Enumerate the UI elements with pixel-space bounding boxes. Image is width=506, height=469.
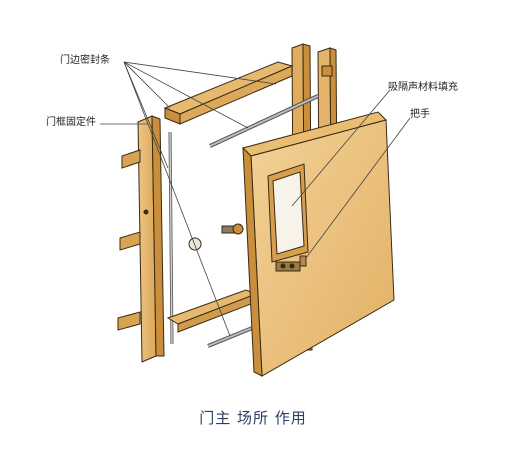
bottom-frame-bar <box>166 289 258 333</box>
door-exploded-diagram <box>100 43 411 377</box>
door-leaf <box>242 111 395 377</box>
figure-caption: 门主 场所 作用 <box>199 409 307 427</box>
leader-lines <box>100 61 411 337</box>
hinge-parts <box>188 223 244 251</box>
top-seal-strip <box>209 94 319 148</box>
frame-fixing-label: 门框固定件 <box>46 117 96 128</box>
left-seal-strip <box>168 131 174 345</box>
handle-label: 把手 <box>410 109 430 120</box>
left-frame-post <box>117 115 165 363</box>
seal-strip-label: 门边密封条 <box>60 55 110 66</box>
sound-fill-label: 吸隔声材料填充 <box>388 82 458 93</box>
